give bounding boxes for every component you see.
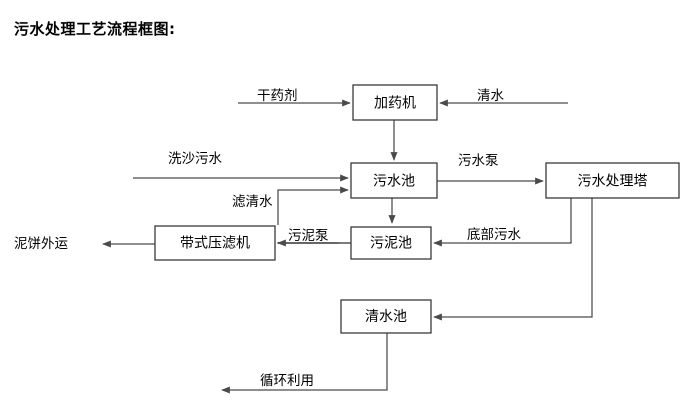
node-wastewater-pool[interactable]: 污水池	[350, 162, 438, 199]
node-clear-water-pool[interactable]: 清水池	[340, 299, 432, 334]
terminal-label-recycle-use: 循环利用	[260, 373, 314, 389]
edge-label-filtrate-clear-water: 滤清水	[232, 194, 273, 210]
edge-label-wastewater-pump: 污水泵	[458, 153, 499, 169]
node-label-sludge-pool: 污泥池	[370, 236, 412, 252]
edge-tower-to-clear-water-pool	[433, 198, 593, 321]
node-treatment-tower[interactable]: 污水处理塔	[545, 162, 680, 199]
terminal-label-mud-cake-out: 泥饼外运	[14, 236, 68, 252]
page-title: 污水处理工艺流程框图:	[14, 20, 176, 38]
edge-label-bottom-wastewater: 底部污水	[467, 227, 521, 243]
terminal-label-sand-wash-wastewater: 洗沙污水	[168, 151, 222, 167]
edge-label-sludge-pump: 污泥泵	[288, 228, 329, 244]
node-sludge-pool[interactable]: 污泥池	[350, 226, 432, 260]
node-label-clear-water-pool: 清水池	[365, 309, 407, 325]
terminal-label-dry-chemical: 干药剂	[257, 88, 298, 104]
terminal-label-clean-water-in: 清水	[477, 88, 504, 104]
node-label-dosing-machine: 加药机	[374, 96, 416, 112]
node-belt-filter-press[interactable]: 带式压滤机	[154, 225, 276, 261]
edge-filtrate-to-wastewater-pool	[277, 186, 349, 225]
edge-clear-water-pool-to-recycle	[221, 333, 388, 394]
edge-tower-to-sludge-pool	[433, 198, 572, 247]
node-label-wastewater-pool: 污水池	[373, 174, 415, 190]
node-label-belt-filter-press: 带式压滤机	[180, 236, 250, 252]
node-label-treatment-tower: 污水处理塔	[578, 174, 648, 190]
node-dosing-machine[interactable]: 加药机	[352, 84, 438, 121]
